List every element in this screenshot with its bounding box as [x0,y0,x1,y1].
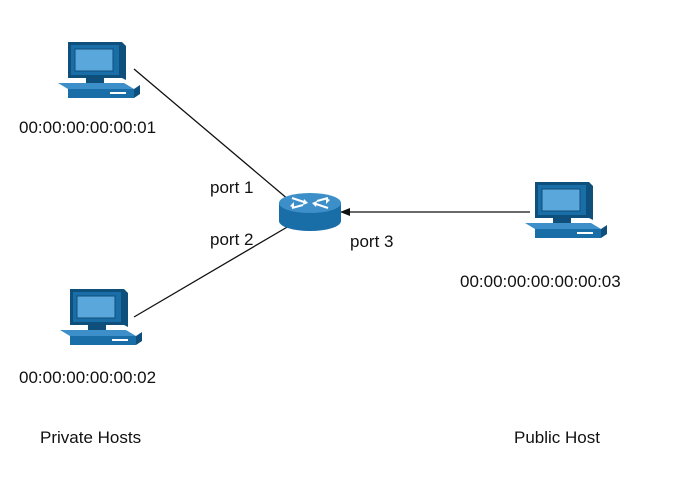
host3-computer-icon [524,181,608,239]
port2-label: port 2 [210,230,254,249]
link-host2-port2 [133,225,290,318]
host1-mac-label: 00:00:00:00:00:01 [19,118,157,137]
switch-router-icon [278,192,342,232]
host2-mac-label: 00:00:00:00:00:02 [19,368,157,387]
link-host1-port1 [133,68,290,201]
port1-label: port 1 [210,178,254,197]
host1-computer-icon [57,41,141,99]
public-host-label: Public Host [514,428,600,447]
port3-label: port 3 [350,232,394,251]
private-hosts-label: Private Hosts [40,428,142,447]
host3-mac-label: 00:00:00:00:00:00:03 [460,272,621,291]
host2-computer-icon [59,288,143,346]
